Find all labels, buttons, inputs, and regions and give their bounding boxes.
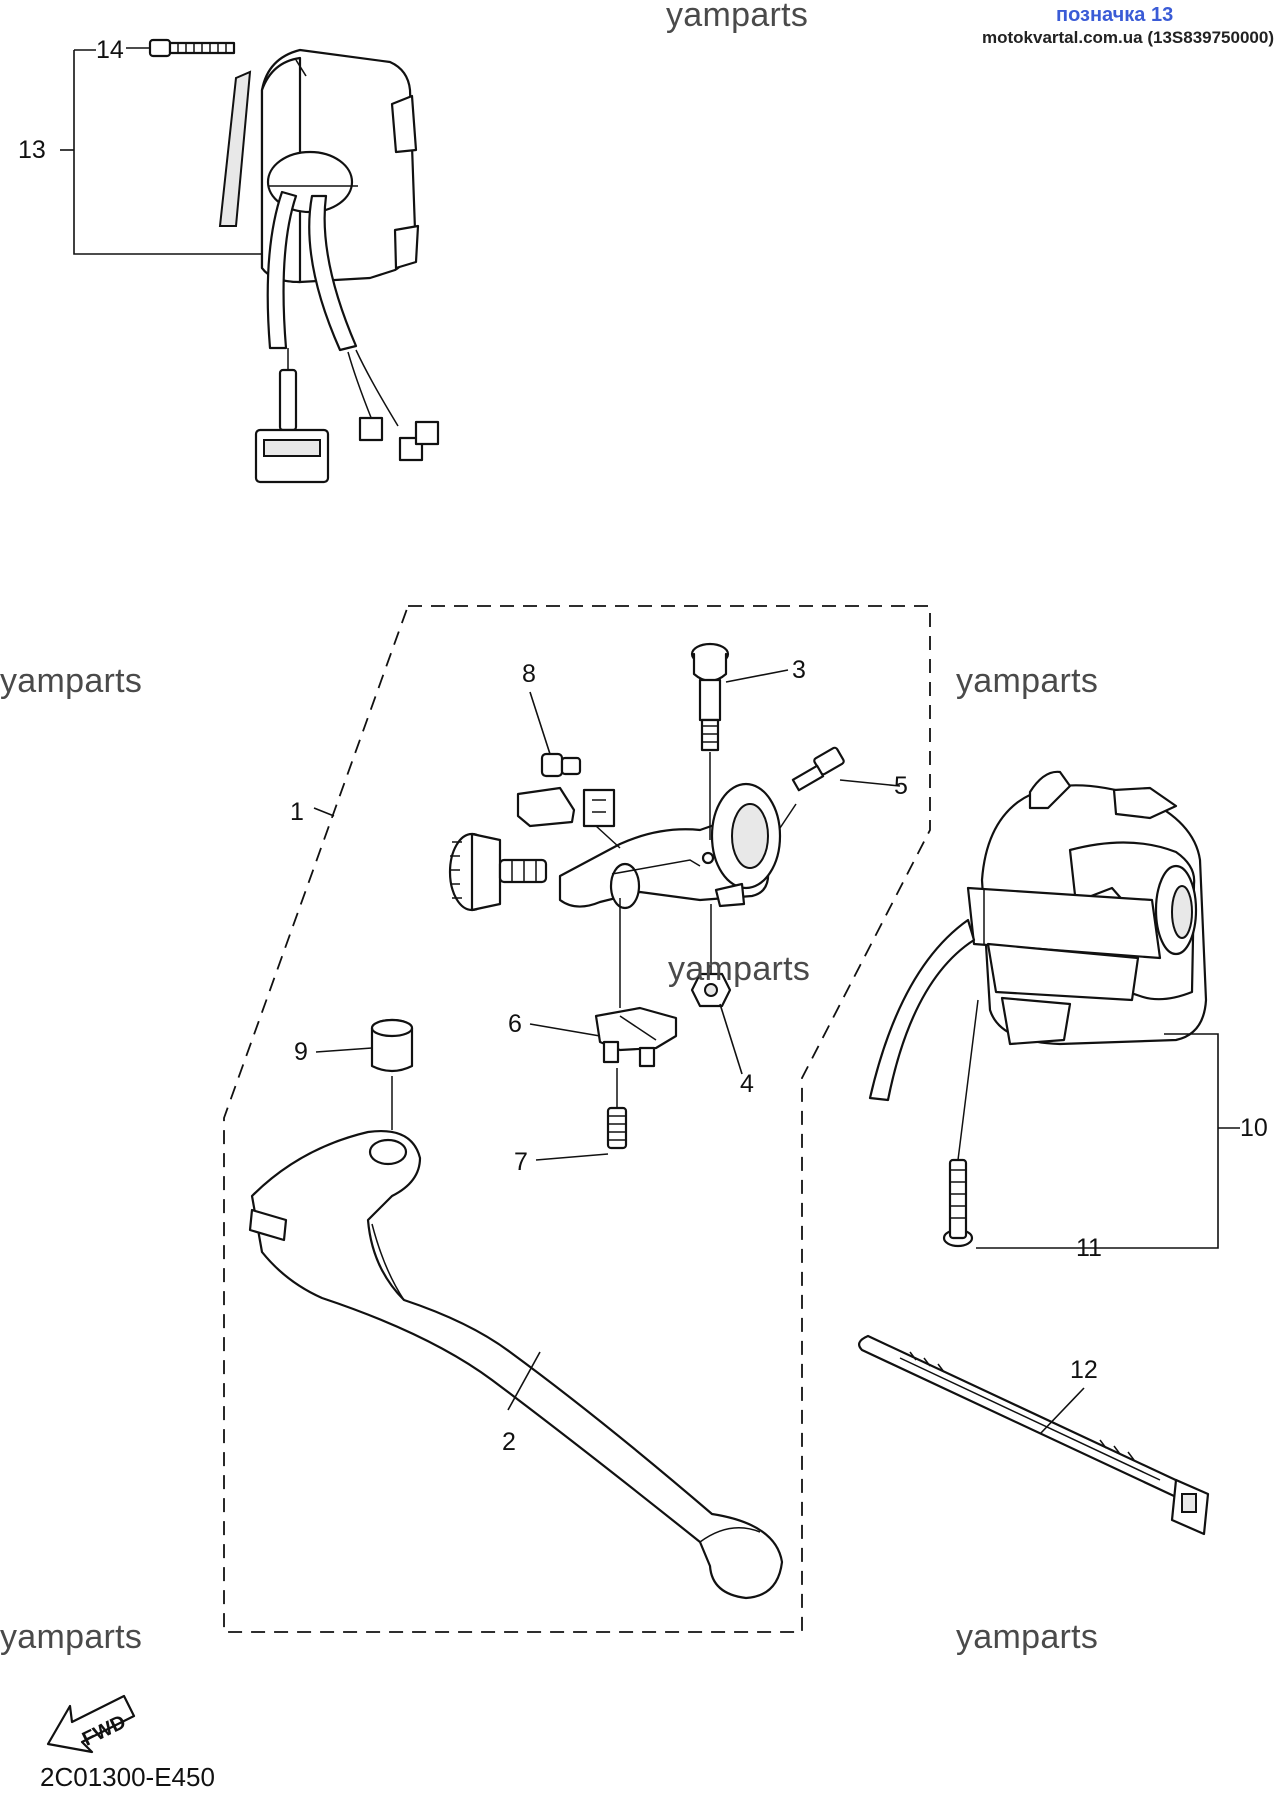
switch-6 — [594, 898, 678, 1068]
left-handlebar-switch — [148, 38, 440, 484]
callout-13: 13 — [18, 136, 46, 164]
callout-5: 5 — [894, 772, 908, 800]
watermark-top: yamparts — [666, 0, 809, 34]
fwd-arrow-icon: FWD — [46, 1694, 136, 1754]
callout-8: 8 — [522, 660, 536, 688]
assembly-1-boundary — [223, 605, 931, 1633]
watermark-center: yamparts — [668, 950, 811, 988]
drawing-code: 2C01300-E450 — [40, 1762, 215, 1792]
callout-7: 7 — [514, 1148, 528, 1176]
callout-1: 1 — [290, 798, 304, 826]
screw-14 — [148, 38, 236, 58]
screw-7 — [606, 1068, 628, 1150]
shop-tag-title: позначка 13 — [1056, 4, 1174, 26]
callout-2: 2 — [502, 1428, 516, 1456]
watermark-right-bottom: yamparts — [956, 1618, 1099, 1656]
callout-9: 9 — [294, 1038, 308, 1066]
callout-10: 10 — [1240, 1114, 1268, 1142]
shop-tag-site: motokvartal.com.ua (13S839750000) — [982, 28, 1274, 47]
callouts: 1 2 3 4 5 6 7 8 9 10 11 12 13 14 — [18, 36, 1268, 1456]
watermark-left-mid: yamparts — [0, 662, 143, 700]
cable-tie-12 — [858, 1334, 1210, 1536]
callout-3: 3 — [792, 656, 806, 684]
callout-4: 4 — [740, 1070, 754, 1098]
fitting-8 — [540, 752, 582, 778]
screw-11 — [942, 999, 979, 1248]
screw-5 — [779, 746, 845, 829]
leader-lines — [60, 47, 1240, 1435]
right-handlebar-switch — [868, 770, 1208, 1102]
callout-14: 14 — [96, 36, 124, 64]
nut-4 — [690, 904, 732, 1008]
adjuster-knob — [448, 832, 548, 912]
bracket-plate — [516, 786, 621, 849]
callout-11: 11 — [1076, 1234, 1102, 1262]
pivot-bolt-3 — [690, 642, 730, 840]
lever-2 — [248, 1130, 784, 1600]
watermark-left-bottom: yamparts — [0, 1618, 143, 1656]
lever-bracket — [558, 782, 782, 910]
collar-9 — [370, 1018, 414, 1130]
watermark-right-mid: yamparts — [956, 662, 1099, 700]
callout-6: 6 — [508, 1010, 522, 1038]
callout-12: 12 — [1070, 1356, 1098, 1384]
